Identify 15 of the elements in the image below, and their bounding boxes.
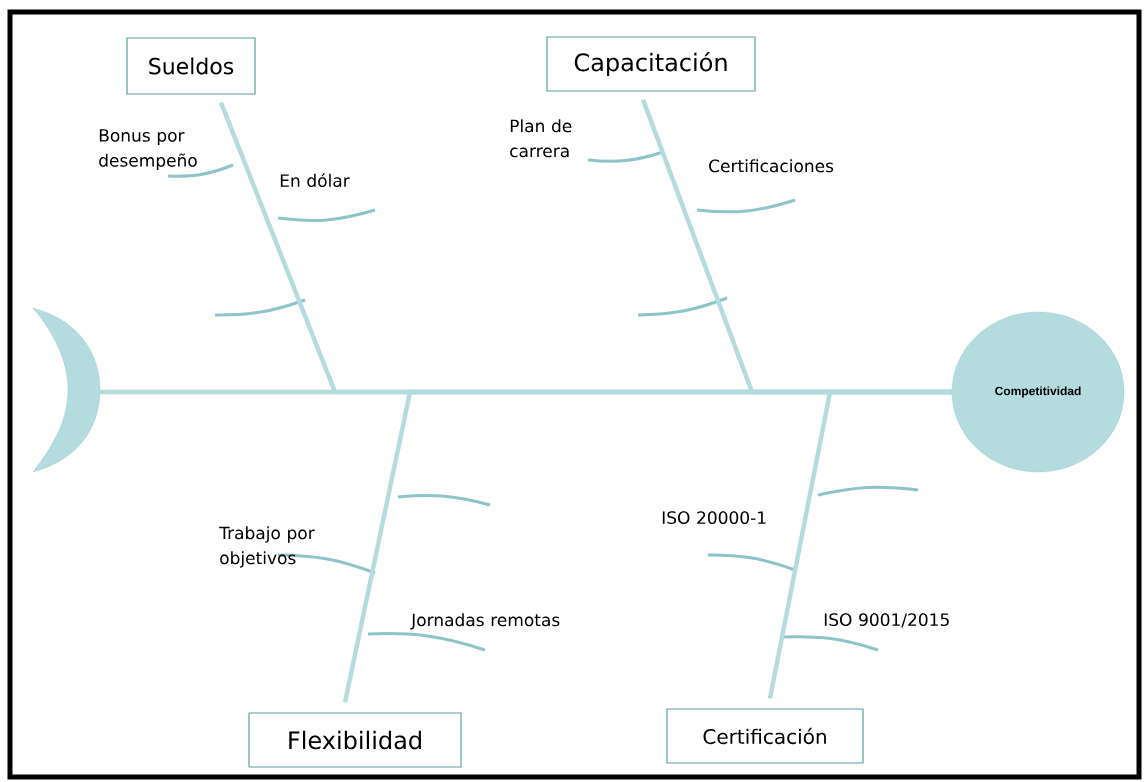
cause-label: Bonus por desempeño	[99, 129, 197, 171]
cause-label: Certificaciones	[709, 159, 834, 173]
cause-label: Plan de carrera	[510, 119, 572, 158]
effect-head: Competitividad	[951, 311, 1125, 473]
cause-label: Trabajo por objetivos	[219, 526, 315, 568]
cause-label: Jornadas remotas	[410, 613, 560, 630]
bone-line	[767, 389, 952, 699]
category-box: Sueldos	[126, 37, 256, 95]
fish-tail	[32, 307, 101, 473]
category-box: Flexibilidad	[248, 712, 462, 768]
cause-label: ISO 9001/2015	[824, 613, 949, 628]
cause-label: ISO 20000-1	[662, 511, 766, 525]
cause-label: En dólar	[280, 173, 350, 188]
category-box: Certificación	[666, 708, 864, 764]
category-box: Capacitación	[546, 36, 756, 92]
